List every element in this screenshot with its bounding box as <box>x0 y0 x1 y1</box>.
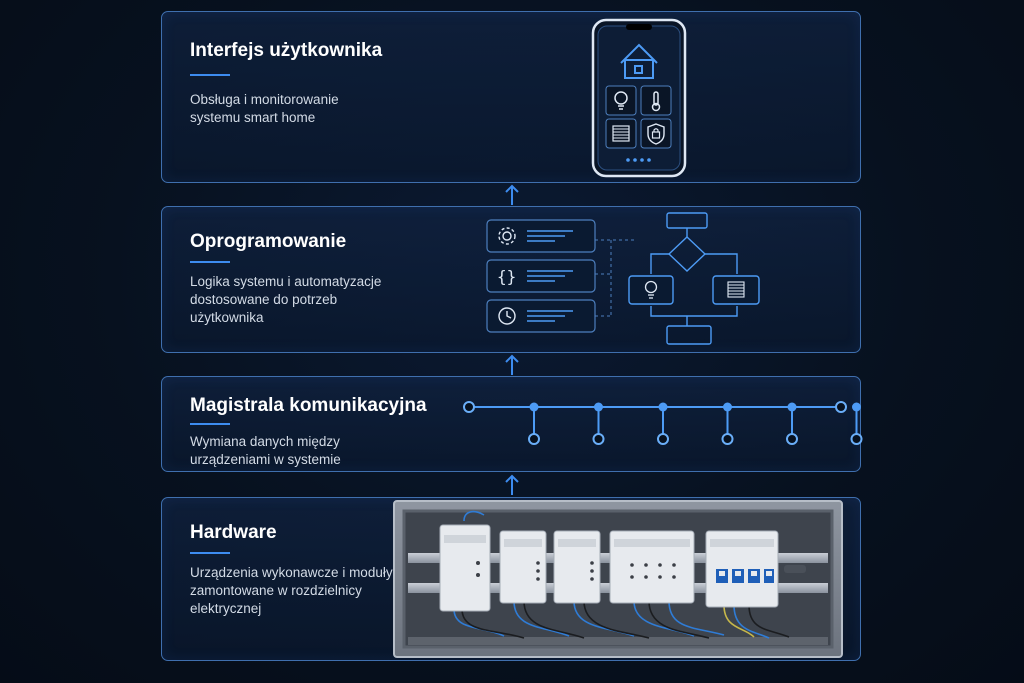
bus-node <box>592 402 605 445</box>
bus-node <box>528 402 540 445</box>
layer-communication-bus: Magistrala komunikacyjna Wymiana danych … <box>161 376 861 472</box>
wiring <box>453 510 790 639</box>
title-underline <box>190 74 230 76</box>
arrow-up-icon <box>505 474 519 495</box>
bus-node <box>850 402 863 445</box>
actuator-module <box>553 530 601 604</box>
security-lock-icon <box>640 118 672 149</box>
circuit-breaker-module <box>705 530 779 608</box>
software-logic-illustration: {} <box>486 212 760 345</box>
smartphone-illustration <box>591 18 687 178</box>
bus-node <box>786 402 798 445</box>
layer-title: Hardware <box>190 522 277 543</box>
bulb-icon <box>605 85 637 116</box>
flowchart <box>650 212 738 345</box>
power-supply-module <box>439 524 491 612</box>
blinds-icon <box>605 118 637 149</box>
io-module <box>609 530 695 604</box>
layer-title: Interfejs użytkownika <box>190 40 383 61</box>
bus-nodes <box>528 402 863 445</box>
gear-icon <box>498 227 516 245</box>
bulb-icon <box>628 275 674 305</box>
settings-block <box>486 219 596 253</box>
arrow-up-icon <box>505 184 519 205</box>
layer-title: Oprogramowanie <box>190 231 347 252</box>
layer-title: Magistrala komunikacyjna <box>190 395 427 416</box>
title-underline <box>190 552 230 554</box>
thermometer-icon <box>640 85 672 116</box>
bus-node <box>721 402 734 445</box>
layer-user-interface: Interfejs użytkownika Obsługa i monitoro… <box>161 11 861 183</box>
blinds-icon <box>712 275 760 305</box>
clock-icon <box>498 307 516 325</box>
code-block: {} <box>486 259 596 293</box>
title-underline <box>190 423 230 425</box>
distribution-board-illustration <box>393 500 843 658</box>
connector-lines <box>595 239 637 317</box>
code-braces-icon: {} <box>497 267 516 286</box>
title-underline <box>190 261 230 263</box>
home-icon <box>620 43 658 79</box>
layer-description: Urządzenia wykonawcze i moduły zamontowa… <box>190 565 393 616</box>
bus-topology-illustration <box>463 401 863 445</box>
layer-description: Obsługa i monitorowanie systemu smart ho… <box>190 92 339 125</box>
layer-description: Logika systemu i automatyzacje dostosowa… <box>190 274 382 325</box>
layer-description: Wymiana danych między urządzeniami w sys… <box>190 434 341 467</box>
bus-node <box>657 402 669 445</box>
arrow-up-icon <box>505 354 519 375</box>
schedule-block <box>486 299 596 333</box>
actuator-module <box>499 530 547 604</box>
